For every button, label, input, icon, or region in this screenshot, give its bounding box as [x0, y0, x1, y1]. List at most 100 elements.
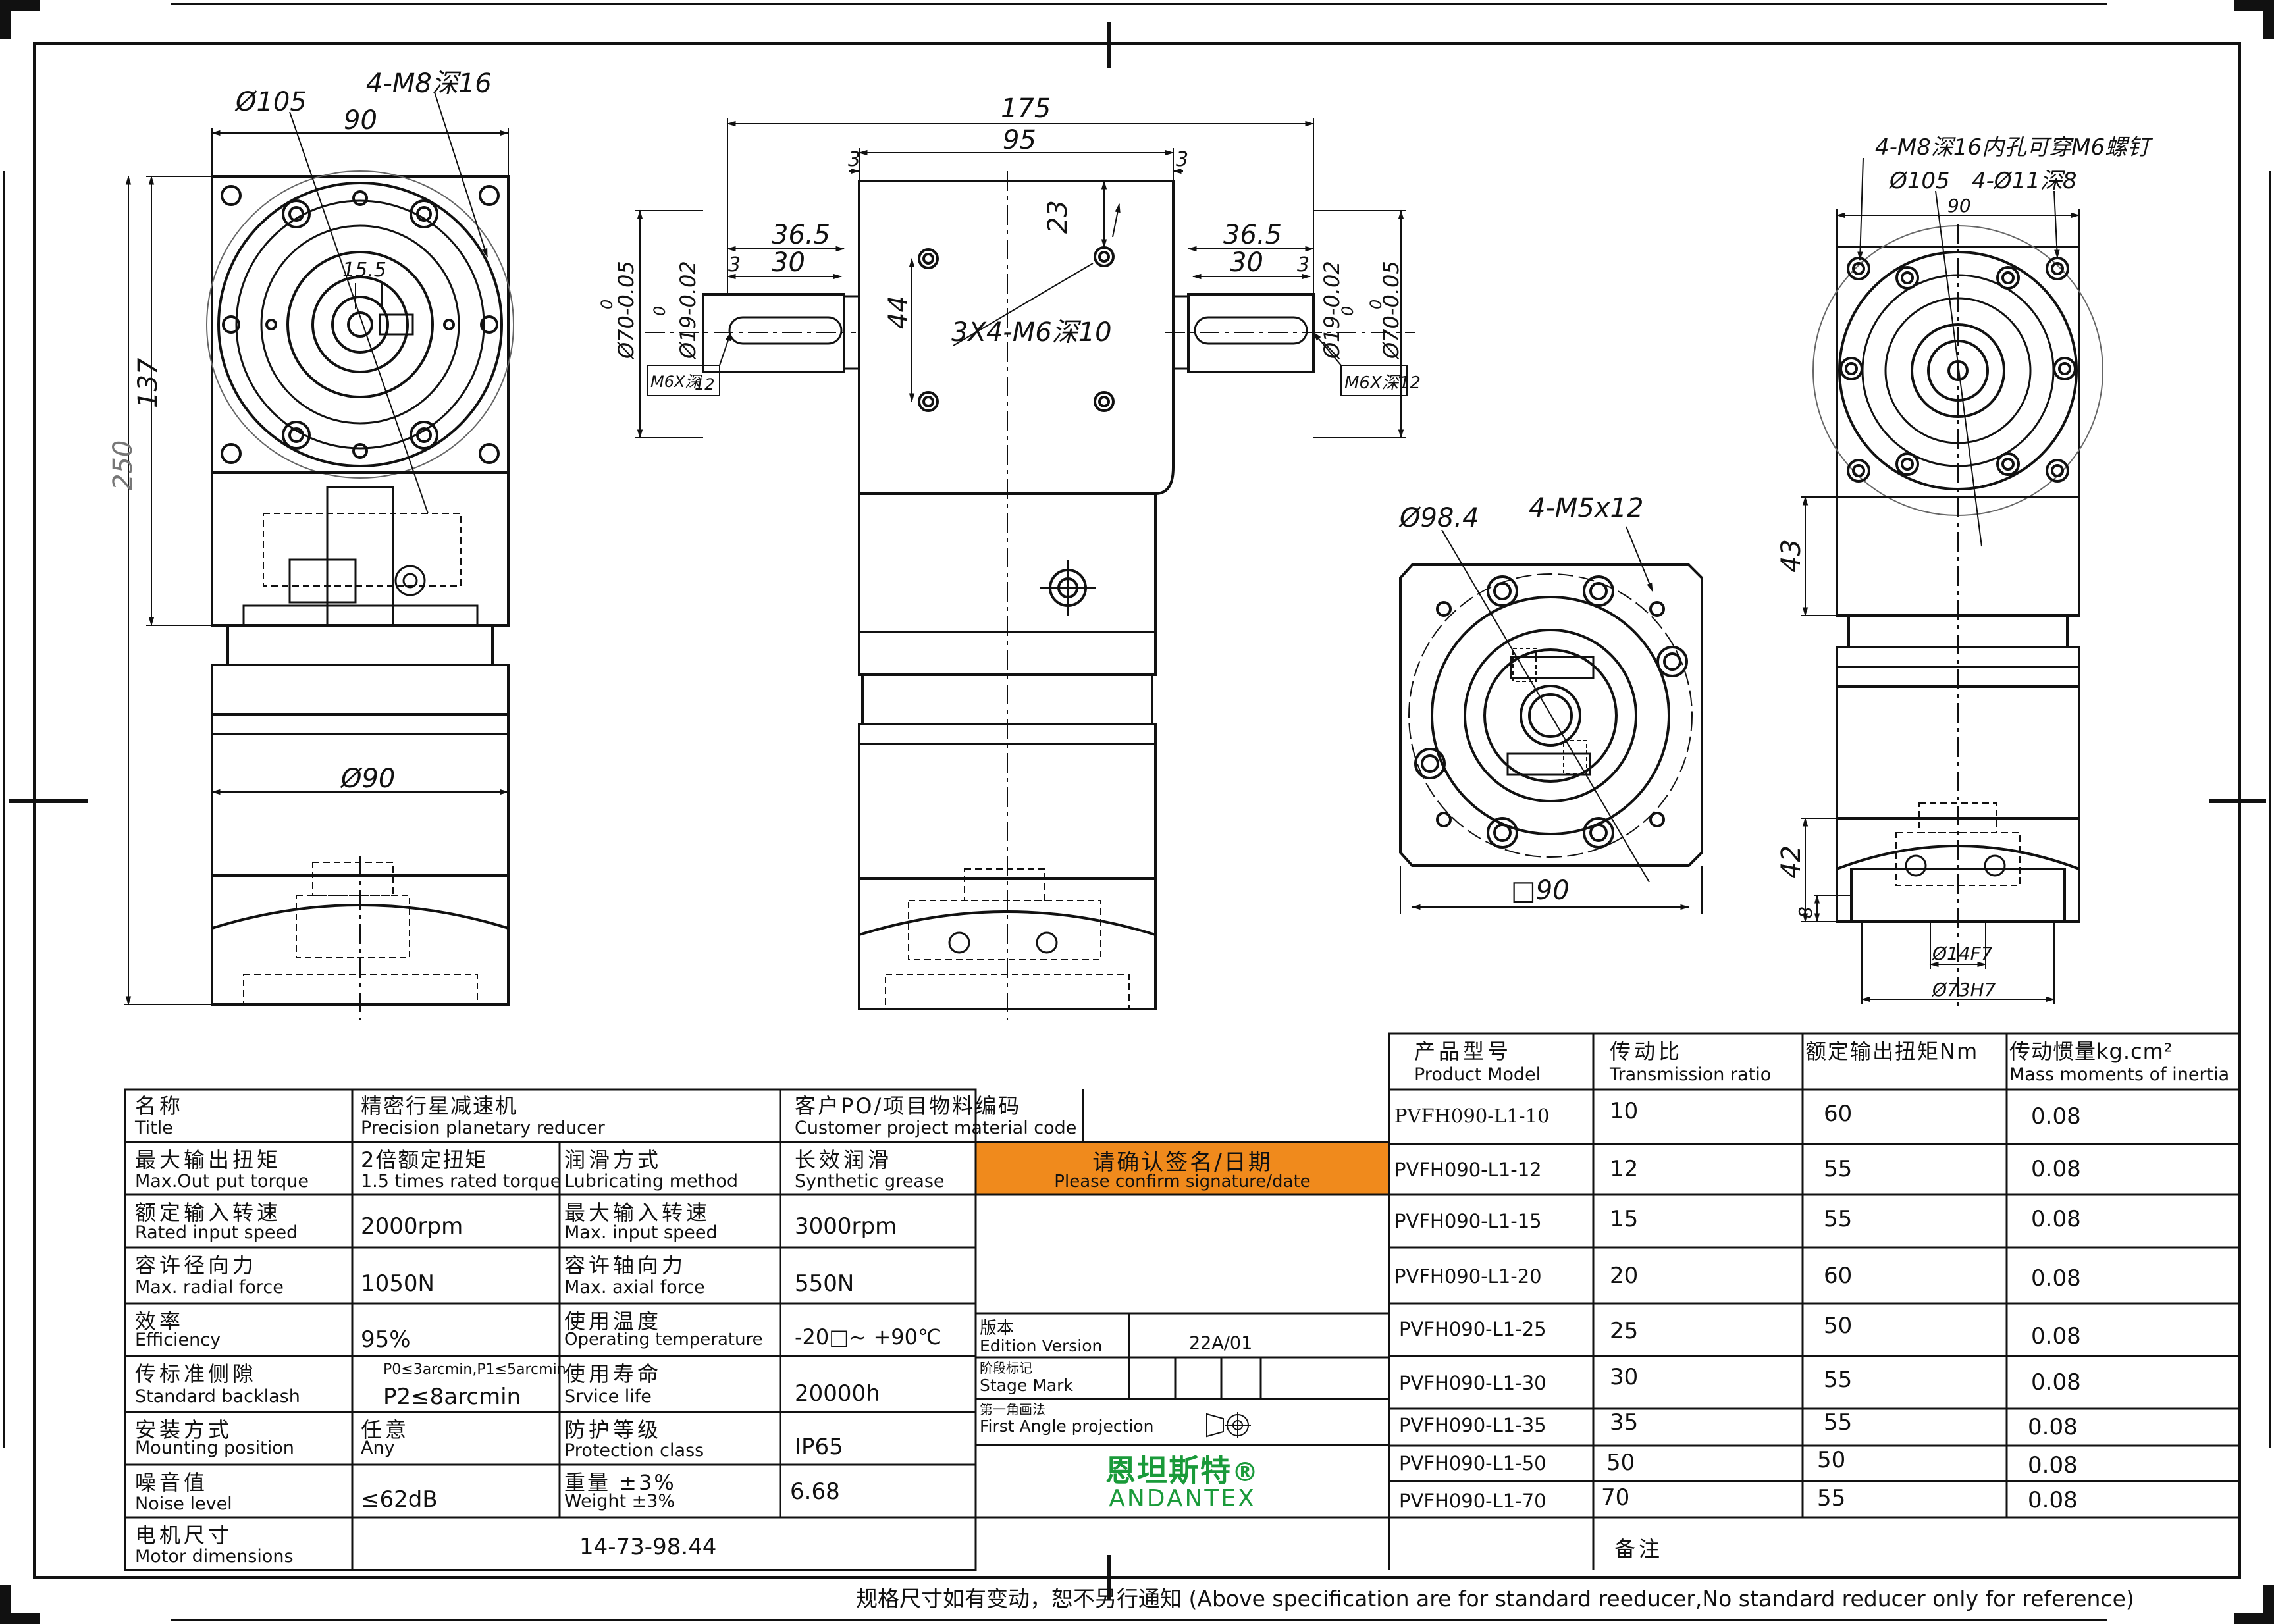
side-shaft-len-right: 36.5: [1223, 220, 1282, 250]
front-shaft-small: 15.5: [342, 259, 386, 282]
stage-label-en: Stage Mark: [980, 1376, 1073, 1395]
spec-table-grid: [124, 1088, 1084, 1571]
spec-label-cn: 使用温度: [564, 1309, 662, 1334]
spec-label-cn: 噪音值: [135, 1470, 209, 1495]
model-row-torque: 60: [1824, 1101, 1853, 1127]
side-key-gap-left: 3: [728, 253, 741, 276]
edition-value: 22A/01: [1189, 1333, 1253, 1353]
spec-label-en: Max.Out put torque: [135, 1171, 309, 1192]
model-row-torque: 55: [1824, 1206, 1853, 1232]
spec-label-en: Protection class: [564, 1440, 704, 1461]
model-row-torque: 50: [1817, 1447, 1846, 1473]
side-pilot-right: Ø70-0.05: [1379, 261, 1404, 360]
spec-value: 任意: [361, 1417, 410, 1442]
side-gap-left: 3: [848, 148, 860, 171]
spec-label-en: Rated input speed: [135, 1222, 298, 1243]
model-row-ratio: 25: [1610, 1318, 1639, 1344]
right-bore: Ø14F7: [1932, 943, 1993, 964]
side-thread-right: M6X深12: [1344, 373, 1421, 393]
side-key-len-right: 30: [1230, 248, 1263, 278]
side-shaft-dia-right: Ø19-0.02: [1319, 261, 1344, 360]
model-row-torque: 55: [1824, 1156, 1853, 1182]
side-hole-offset: 23: [1043, 200, 1073, 234]
projection-label-cn: 第一角画法: [980, 1401, 1045, 1417]
side-total-width: 175: [1001, 93, 1051, 124]
model-row-model: PVFH090-L1-50: [1399, 1452, 1547, 1475]
model-row-inertia: 0.08: [2031, 1156, 2081, 1182]
signature-label-en: Please confirm signature/date: [1054, 1172, 1311, 1192]
front-width: 90: [344, 105, 377, 136]
right-spigot: Ø73H7: [1932, 979, 1996, 1001]
side-key-gap-right: 3: [1297, 253, 1309, 276]
side-gap-right: 3: [1176, 148, 1188, 171]
output-holes: 4-M5x12: [1529, 493, 1643, 523]
spec-label-en: Weight ±3%: [564, 1491, 675, 1511]
spec-label-cn: 容许径向力: [135, 1253, 257, 1278]
right-dim-43: 43: [1776, 539, 1807, 573]
spec-label-cn: 电机尺寸: [135, 1523, 233, 1548]
spec-value: 95%: [361, 1326, 411, 1353]
model-row-model: PVFH090-L1-25: [1399, 1318, 1547, 1340]
side-holes: 3X4-M6深10: [951, 317, 1112, 348]
header-ratio-cn: 传动比: [1610, 1039, 1683, 1064]
spec-label-en: Standard backlash: [135, 1386, 300, 1407]
spec-label-cn: 防护等级: [564, 1417, 662, 1442]
right-dim-42: 42: [1776, 845, 1807, 879]
model-row-inertia: 0.08: [2028, 1452, 2078, 1479]
right-bolt-circle: Ø105: [1888, 168, 1950, 194]
model-row-model: PVFH090-L1-30: [1399, 1372, 1547, 1394]
spec-value: 长效润滑: [795, 1147, 893, 1172]
side-shaft-dia-left: Ø19-0.02: [675, 261, 701, 360]
front-body-dia: Ø90: [340, 764, 395, 794]
model-row-model: PVFH090-L1-35: [1399, 1414, 1547, 1436]
spec-value: 14-73-98.44: [579, 1534, 717, 1560]
model-row-inertia: 0.08: [2028, 1487, 2078, 1513]
model-row-inertia: 0.08: [2031, 1103, 2081, 1130]
spec-label-cn: 最大输出扭矩: [135, 1147, 282, 1172]
front-view: [206, 170, 514, 1020]
spec-label-cn: 使用寿命: [564, 1361, 662, 1386]
side-view-dimensions: [635, 118, 1408, 439]
output-view-dimensions: [1400, 526, 1703, 914]
spec-value: 3000rpm: [795, 1213, 897, 1240]
right-view-dimensions: [1801, 157, 2080, 1004]
model-row-ratio: 35: [1610, 1409, 1639, 1436]
footer-note: 规格尺寸如有变动，恕不另行通知 (Above specification are…: [856, 1586, 2134, 1611]
signature-label-cn: 请确认签名/日期: [1092, 1149, 1273, 1176]
front-flange-height: 137: [133, 357, 163, 408]
side-thread-left-depth: 12: [695, 375, 715, 394]
model-row-inertia: 0.08: [2031, 1323, 2081, 1349]
side-shaft-len-left: 36.5: [772, 220, 830, 250]
edition-label-en: Edition Version: [980, 1336, 1103, 1355]
spec-label-cn: 额定输入转速: [135, 1200, 282, 1225]
right-thru-holes: 4-Ø11深8: [1972, 168, 2077, 194]
spec-value: 20000h: [795, 1380, 880, 1407]
front-bolt-circle: Ø105: [234, 87, 307, 117]
side-shaft-dia-left-tol: 0: [650, 306, 669, 316]
spec-label-cn: 润滑方式: [564, 1147, 662, 1172]
spec-label-en: Lubricating method: [564, 1171, 739, 1192]
side-pilot-right-tol: 0: [1367, 300, 1385, 309]
spec-label-en: Max. axial force: [564, 1277, 705, 1297]
model-row-ratio: 70: [1601, 1484, 1630, 1511]
header-model-cn: 产品型号: [1414, 1039, 1512, 1064]
spec-label-en: Mounting position: [135, 1438, 294, 1458]
spec-label-cn: 容许轴向力: [564, 1253, 687, 1278]
brand-registered-mark: ®: [1232, 1457, 1259, 1488]
right-dim-8: 8: [1795, 906, 1816, 918]
model-row-model: PVFH090-L1-12: [1394, 1159, 1542, 1181]
signature-box[interactable]: [976, 1142, 1389, 1195]
brand-name-cn: 恩坦斯特: [1105, 1453, 1232, 1488]
model-row-inertia: 0.08: [2031, 1206, 2081, 1232]
model-row-ratio: 30: [1610, 1364, 1639, 1390]
model-row-inertia: 0.08: [2028, 1414, 2078, 1440]
spec-value: -20□~ +90℃: [795, 1324, 941, 1349]
model-row-model: PVFH090-L1-20: [1394, 1265, 1542, 1288]
header-torque-cn: 额定输出扭矩Nm: [1805, 1039, 1979, 1064]
spec-value-en: Synthetic grease: [795, 1171, 945, 1192]
spec-value: 550N: [795, 1270, 855, 1297]
spec-label-cn: 名称: [135, 1093, 184, 1118]
first-angle-projection-icon: [1206, 1412, 1251, 1438]
